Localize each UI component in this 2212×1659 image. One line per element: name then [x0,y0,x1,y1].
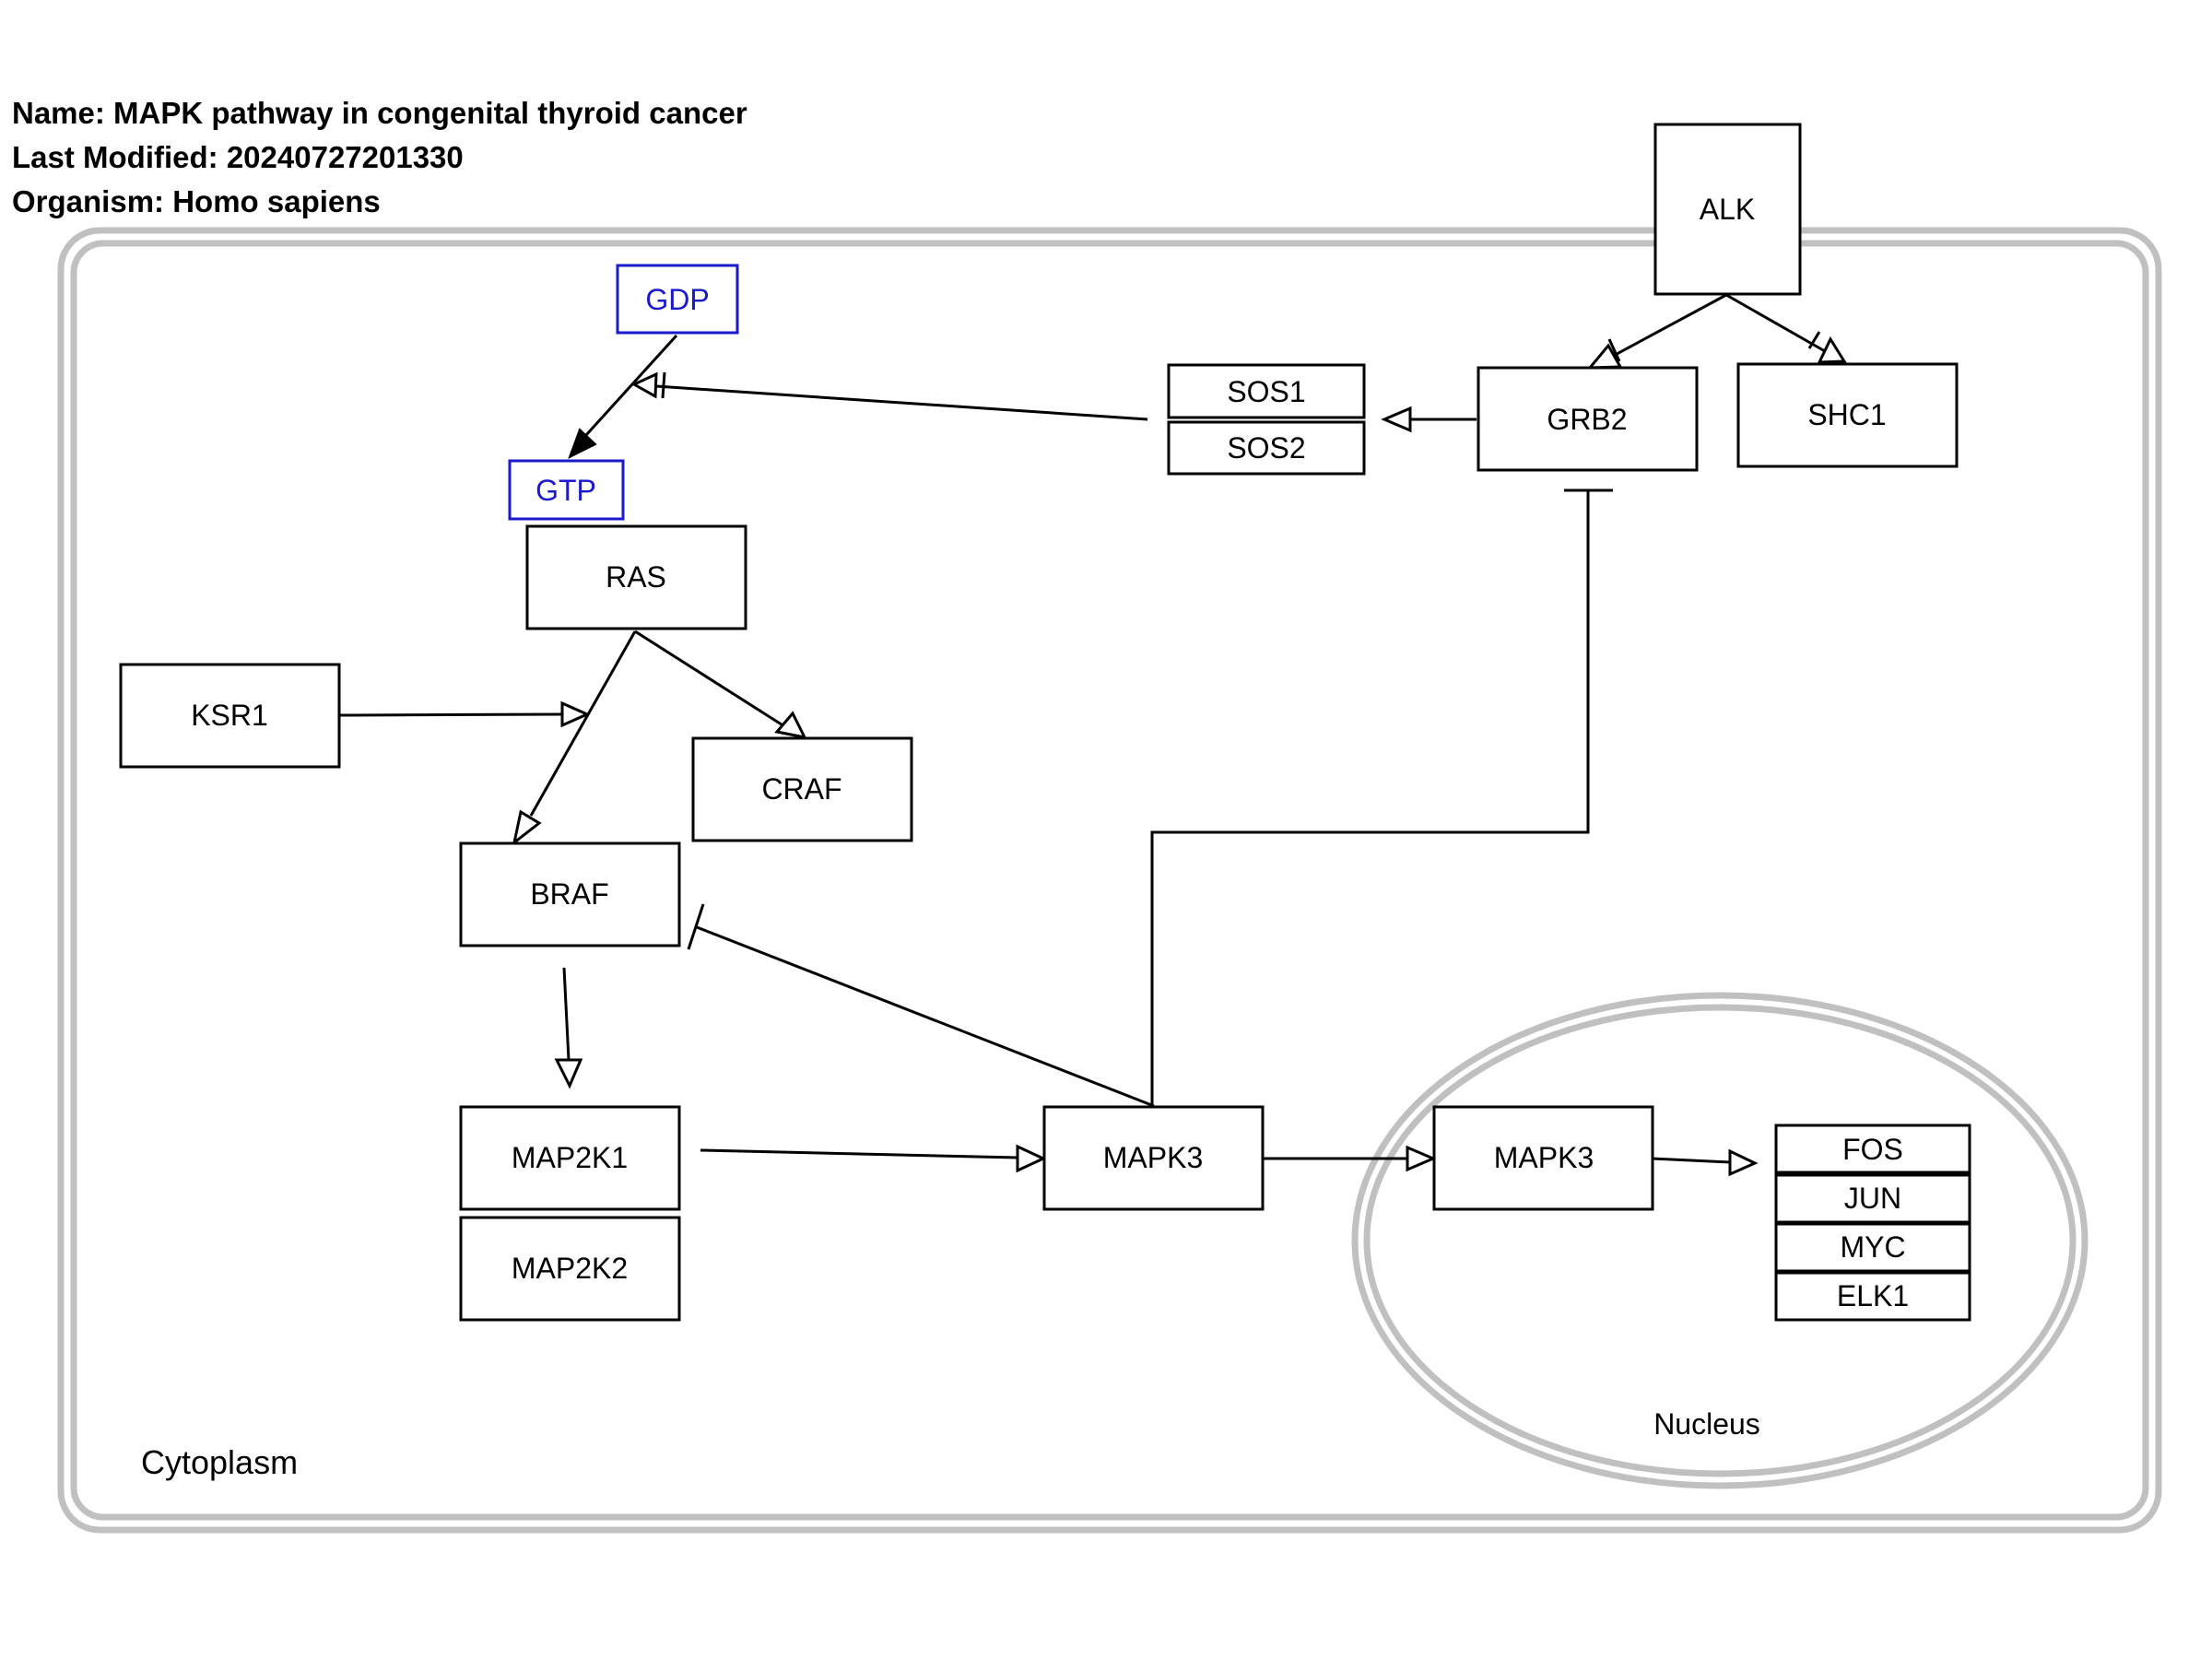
node-grb2-label: GRB2 [1547,403,1627,436]
nucleus-compartment: Nucleus [1351,992,2088,1489]
edge-alk-shc1 [1725,293,1847,364]
cytoplasm-label: Cytoplasm [141,1443,298,1481]
node-fos-label: FOS [1842,1133,1903,1166]
edge-gdp-gtp [568,334,678,460]
node-jun-label: JUN [1844,1182,1901,1215]
node-braf[interactable]: BRAF [459,841,681,947]
node-mapk3-nucleus-label: MAPK3 [1494,1141,1594,1174]
edge-ksr1-ras [338,700,591,728]
edge-mapk3-tfs [1651,1148,1759,1177]
node-map2k2-label: MAP2K2 [512,1252,628,1285]
node-alk-label: ALK [1700,193,1755,226]
node-myc[interactable]: MYC [1774,1222,1971,1273]
pathway-name: Name: MAPK pathway in congenital thyroid… [12,96,747,130]
node-ksr1-label: KSR1 [191,699,268,732]
node-fos[interactable]: FOS [1774,1124,1971,1174]
node-map2k1-label: MAP2K1 [512,1141,628,1174]
edge-ras-craf [634,629,807,740]
edge-mapk3-translocation [1262,1145,1437,1172]
edges [338,293,1847,1177]
node-mapk3-cytoplasm-label: MAPK3 [1103,1141,1203,1174]
node-braf-label: BRAF [530,877,608,911]
nodes: ALK GDP GTP SOS1 SOS2 GRB2 SHC1 [119,123,1971,1322]
node-sos1[interactable]: SOS1 [1167,363,1366,419]
node-sos2[interactable]: SOS2 [1167,420,1366,476]
node-gdp-label: GDP [645,283,709,316]
node-sos1-label: SOS1 [1227,375,1305,408]
node-mapk3-nucleus[interactable]: MAPK3 [1432,1105,1654,1211]
organism: Organism: Homo sapiens [12,184,381,218]
node-ksr1[interactable]: KSR1 [119,663,341,769]
node-craf[interactable]: CRAF [691,736,913,842]
node-mapk3-cytoplasm[interactable]: MAPK3 [1042,1105,1265,1211]
node-shc1-label: SHC1 [1807,398,1886,431]
edge-sos-conversion [630,371,1148,421]
node-map2k1[interactable]: MAP2K1 [459,1105,681,1211]
cytoplasm-compartment: Cytoplasm [57,227,2162,1534]
last-modified: Last Modified: 20240727201330 [12,140,464,174]
edge-grb2-sos [1381,406,1477,433]
node-grb2[interactable]: GRB2 [1477,366,1699,472]
node-gtp[interactable]: GTP [508,459,625,521]
node-elk1[interactable]: ELK1 [1774,1271,1971,1322]
node-myc-label: MYC [1840,1230,1905,1264]
node-gdp[interactable]: GDP [616,264,739,335]
edge-mapk3-inhibit-grb2 [1150,488,1613,1106]
node-jun[interactable]: JUN [1774,1173,1971,1224]
nucleus-label: Nucleus [1653,1407,1760,1441]
node-craf-label: CRAF [761,772,841,806]
node-ras-label: RAS [606,560,666,594]
edge-ras-braf [512,630,637,846]
node-gtp-label: GTP [535,474,596,507]
edge-alk-grb2 [1586,293,1727,370]
edge-mapk3-inhibit-braf [687,903,1155,1108]
edge-map2k-mapk3 [700,1144,1047,1173]
node-elk1-label: ELK1 [1837,1279,1909,1312]
node-sos2-label: SOS2 [1227,431,1305,465]
node-alk[interactable]: ALK [1653,123,1802,296]
node-map2k2[interactable]: MAP2K2 [459,1216,681,1322]
node-shc1[interactable]: SHC1 [1736,362,1959,468]
node-ras[interactable]: RAS [525,524,747,630]
edge-braf-map2k [554,967,583,1089]
